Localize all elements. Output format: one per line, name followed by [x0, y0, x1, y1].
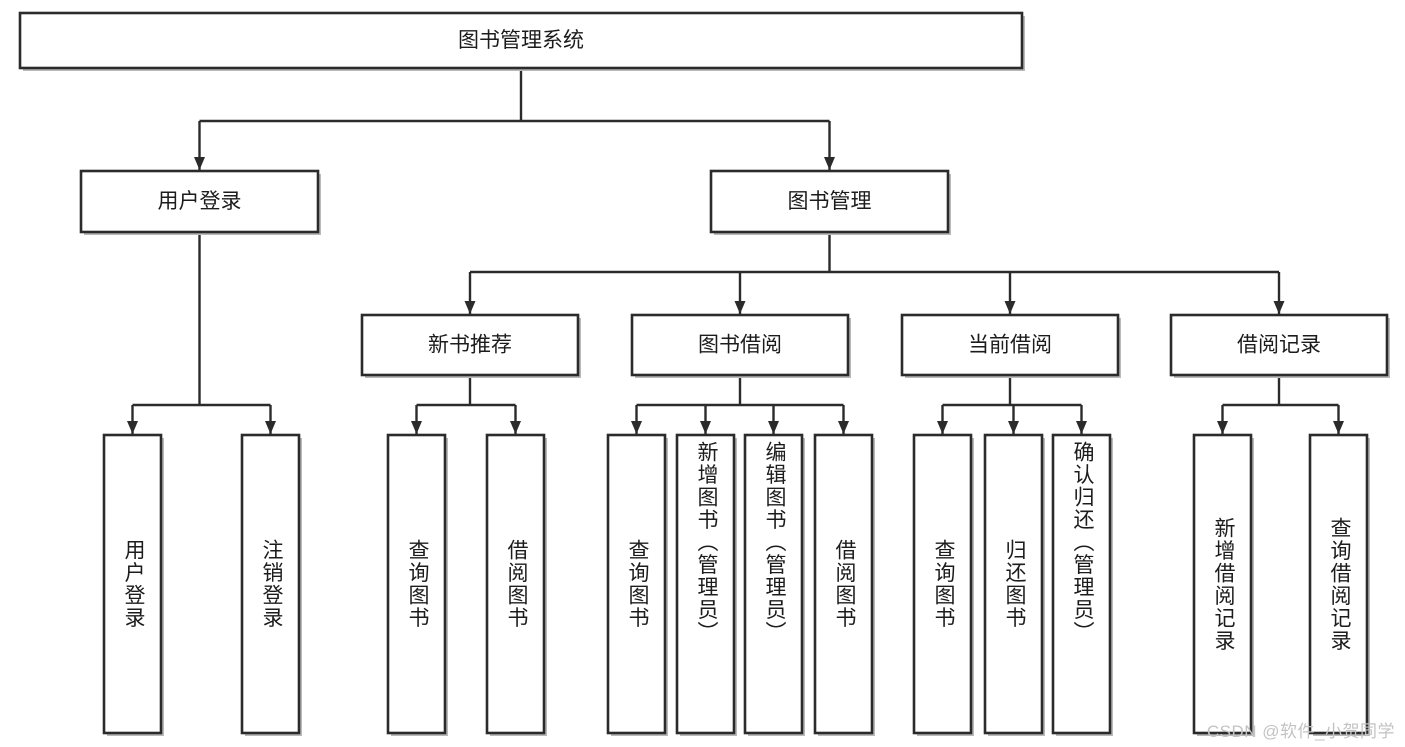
arrowhead-icon — [127, 421, 138, 434]
arrowhead-icon — [510, 421, 521, 434]
arrowhead-icon — [734, 301, 746, 314]
arrowhead-icon — [1008, 421, 1019, 434]
arrowhead-icon — [1076, 421, 1087, 434]
node-box-book-borrow[interactable] — [630, 313, 850, 377]
node-box-leaf-borrow-book[interactable] — [813, 433, 874, 735]
node-box-leaf-add-book-admin[interactable] — [675, 433, 736, 735]
watermark-text: CSDN @软件_小贺同学 — [1206, 722, 1395, 741]
node-box-leaf-add-borrow-record[interactable] — [1192, 433, 1253, 735]
node-box-new-book-recommend[interactable] — [360, 313, 580, 377]
node-box-leaf-confirm-return-admin[interactable] — [1051, 433, 1112, 735]
node-label-borrow-record: 借阅记录 — [1237, 334, 1321, 357]
arrowhead-icon — [265, 421, 276, 434]
node-box-leaf-query-borrow-record[interactable] — [1308, 433, 1369, 735]
node-box-leaf-query-book-borrow[interactable] — [606, 433, 667, 735]
arrowhead-icon — [194, 157, 205, 170]
node-label-book-borrow: 图书借阅 — [698, 334, 782, 357]
node-box-leaf-query-book-recommend[interactable] — [386, 433, 447, 735]
node-box-layer — [18, 11, 1390, 736]
node-label-user-login: 用户登录 — [158, 190, 242, 213]
arrowhead-icon — [838, 421, 849, 434]
arrowhead-icon — [464, 301, 476, 314]
node-box-user-login[interactable] — [79, 169, 320, 234]
arrowhead-icon — [824, 157, 835, 170]
connector-layer — [127, 68, 1344, 434]
arrowhead-icon — [1004, 301, 1016, 314]
node-label-new-book-recommend: 新书推荐 — [428, 334, 512, 357]
arrowhead-icon — [631, 421, 642, 434]
arrowhead-icon — [768, 421, 779, 434]
node-box-book-management[interactable] — [709, 169, 950, 234]
node-label-current-borrow: 当前借阅 — [968, 334, 1052, 357]
arrowhead-icon — [1217, 421, 1228, 434]
node-box-leaf-borrow-book-recommend[interactable] — [485, 433, 546, 735]
node-box-leaf-query-book-current[interactable] — [912, 433, 973, 735]
node-box-leaf-return-book[interactable] — [983, 433, 1044, 735]
node-box-borrow-record[interactable] — [1169, 313, 1389, 377]
node-box-leaf-edit-book-admin[interactable] — [743, 433, 804, 735]
arrowhead-icon — [937, 421, 948, 434]
node-box-current-borrow[interactable] — [900, 313, 1120, 377]
node-box-leaf-logout[interactable] — [240, 433, 301, 735]
arrowhead-icon — [700, 421, 711, 434]
node-box-leaf-user-login[interactable] — [102, 433, 163, 735]
arrowhead-icon — [1333, 421, 1344, 434]
node-label-root: 图书管理系统 — [458, 29, 584, 52]
node-label-book-management: 图书管理 — [788, 190, 872, 213]
arrowhead-icon — [1273, 301, 1285, 314]
node-box-root[interactable] — [18, 11, 1024, 70]
arrowhead-icon — [411, 421, 422, 434]
